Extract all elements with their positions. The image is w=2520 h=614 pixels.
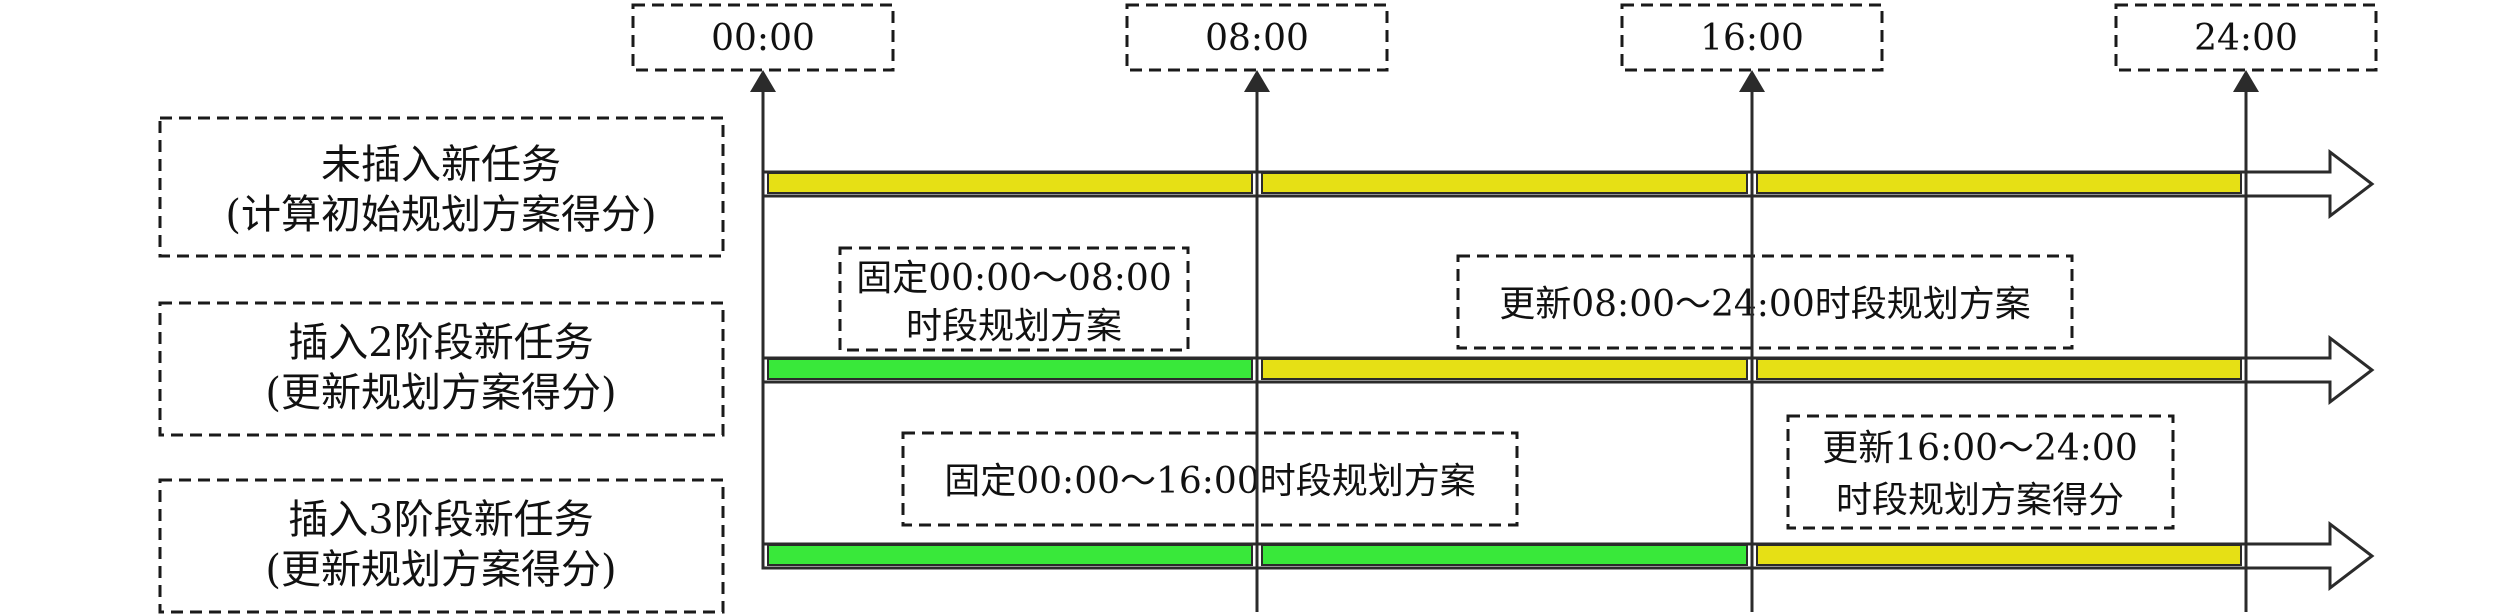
time-label-0000: 00:00	[711, 18, 815, 59]
time-header-0000: 00:00	[631, 3, 895, 72]
planned-segment-2	[1261, 172, 1748, 194]
fixed-segment-1	[767, 544, 1253, 566]
timeline-rows	[761, 148, 2375, 592]
time-ticks	[750, 70, 2259, 612]
row-label-2: 插入2阶段新任务 (更新规划方案得分)	[158, 301, 725, 437]
note-2-line1: 更新08:00～24:00时段规划方案	[1499, 284, 2031, 325]
note-4-line1: 更新16:00～24:00	[1822, 428, 2138, 469]
note-4-line2: 时段规划方案得分	[1836, 480, 2124, 521]
note-update-0800-2400: 更新08:00～24:00时段规划方案	[1456, 254, 2074, 350]
fixed-segment-1	[767, 358, 1253, 380]
time-header-1600: 16:00	[1620, 3, 1884, 72]
time-label-1600: 16:00	[1700, 18, 1804, 59]
tick-arrowhead-4	[2233, 70, 2259, 92]
row-label-1-line2: (计算初始规划方案得分)	[225, 192, 656, 238]
row-label-1: 未插入新任务 (计算初始规划方案得分)	[158, 116, 725, 258]
time-header-2400: 24:00	[2114, 3, 2378, 72]
time-label-2400: 24:00	[2194, 18, 2298, 59]
note-fixed-0000-0800: 固定00:00～08:00 时段规划方案	[838, 246, 1190, 352]
planned-segment-3	[1756, 544, 2242, 566]
timeline-row-1	[761, 148, 2375, 220]
planned-segment-1	[767, 172, 1253, 194]
note-1-line2: 时段规划方案	[906, 306, 1122, 347]
note-update-1600-2400: 更新16:00～24:00 时段规划方案得分	[1786, 414, 2175, 530]
row-label-1-line1: 未插入新任务	[321, 142, 561, 188]
time-label-0800: 08:00	[1205, 18, 1309, 59]
note-fixed-0000-1600: 固定00:00～16:00时段规划方案	[901, 431, 1519, 527]
row-label-3: 插入3阶段新任务 (更新规划方案得分)	[158, 478, 725, 614]
timeline-row-2	[761, 334, 2375, 406]
row-label-3-line1: 插入3阶段新任务	[288, 497, 593, 543]
timeline-row-3	[761, 520, 2375, 592]
row-label-2-line2: (更新规划方案得分)	[265, 370, 616, 416]
note-3-line1: 固定00:00～16:00时段规划方案	[944, 461, 1476, 502]
note-1-line1: 固定00:00～08:00	[856, 258, 1172, 299]
row-label-2-line1: 插入2阶段新任务	[288, 320, 593, 366]
tick-arrowhead-2	[1244, 70, 1270, 92]
tick-arrowhead-3	[1739, 70, 1765, 92]
tick-arrowhead-1	[750, 70, 776, 92]
time-header-0800: 08:00	[1125, 3, 1389, 72]
planned-segment-2	[1261, 358, 1748, 380]
row-label-3-line2: (更新规划方案得分)	[265, 547, 616, 593]
fixed-segment-2	[1261, 544, 1748, 566]
planned-segment-3	[1756, 358, 2242, 380]
planned-segment-3	[1756, 172, 2242, 194]
